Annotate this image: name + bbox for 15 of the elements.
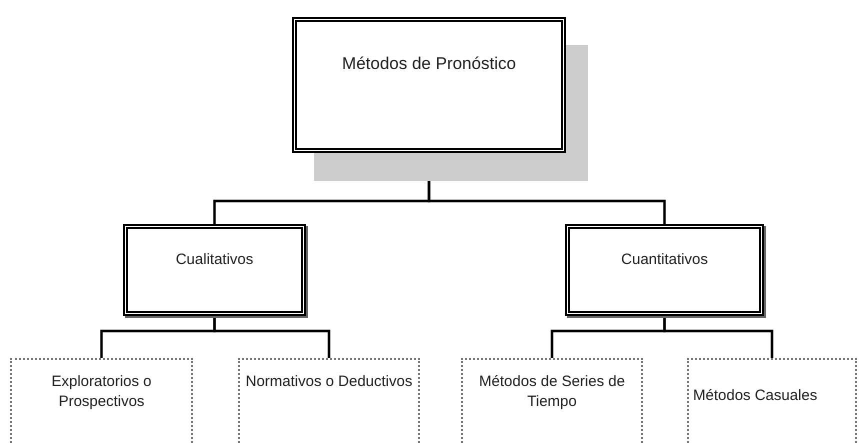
node-label: Exploratorios o Prospectivos [50,372,153,412]
node-label: Cualitativos [176,251,254,268]
connector-line [213,316,330,358]
node-label: Métodos de Series de Tiempo [478,372,626,412]
method-box [238,358,420,443]
category-box [565,224,764,316]
node-label: Métodos de Pronóstico [342,54,516,74]
method-box [687,358,857,443]
category-box [123,224,306,316]
method-box [10,358,193,443]
node-label: Cuantitativos [621,251,708,268]
method-box [461,358,643,443]
node-label: Métodos Casuales [693,386,818,406]
connector-line [663,316,774,358]
node-label: Normativos o Deductivos [246,372,412,392]
